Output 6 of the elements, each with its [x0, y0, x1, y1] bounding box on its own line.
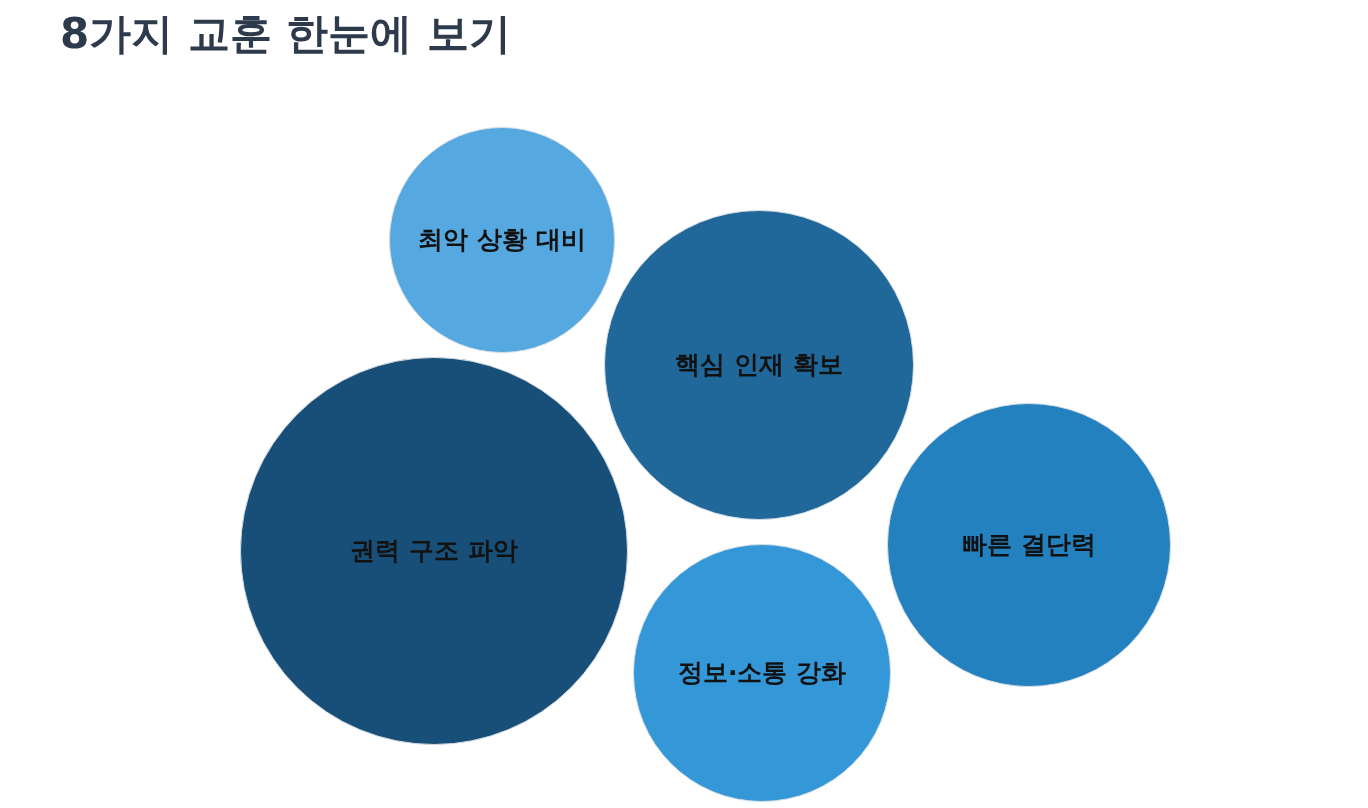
- topic-label: 권력 구조 파악: [350, 535, 518, 568]
- topic-label: 정보·소통 강화: [677, 657, 847, 690]
- topic-label: 핵심 인재 확보: [675, 349, 843, 382]
- topic-label: 빠른 결단력: [962, 529, 1096, 562]
- page-title: 8가지 교훈 한눈에 보기: [60, 8, 512, 60]
- topic-label: 최악 상황 대비: [418, 224, 586, 257]
